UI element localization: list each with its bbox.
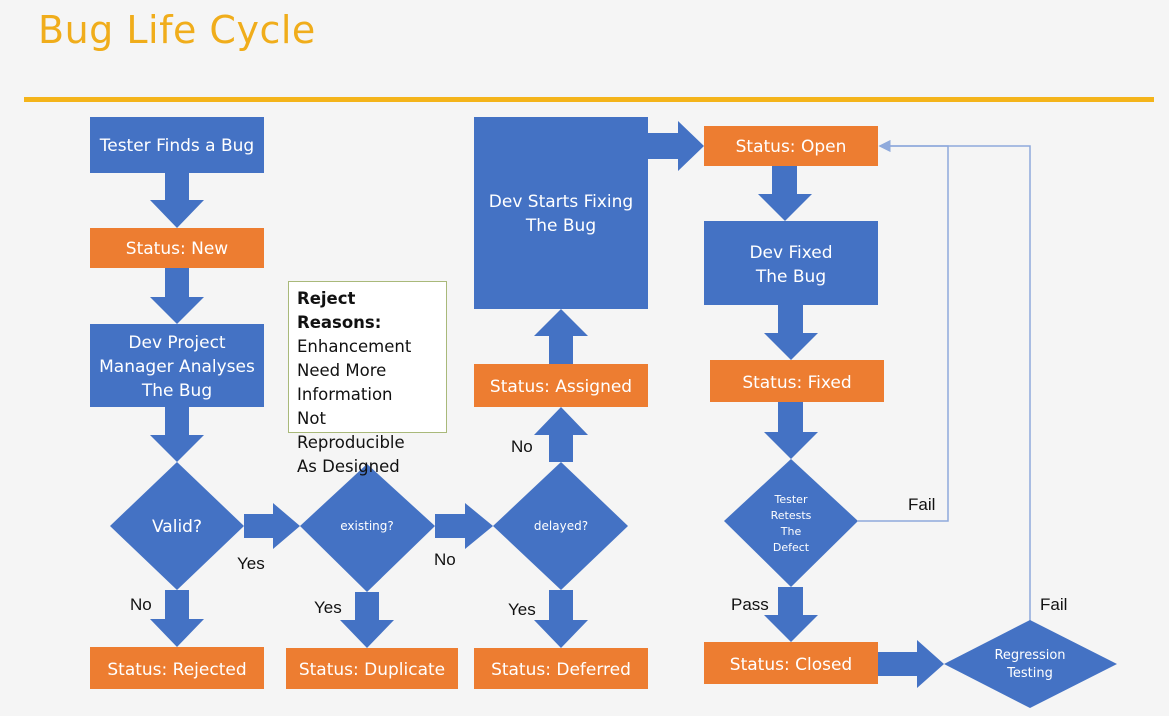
delayed-no-label: No xyxy=(511,437,533,456)
dev-starts-fixing-box xyxy=(474,117,648,309)
status-fixed-label: Status: Fixed xyxy=(742,373,851,393)
regression-line1: Regression xyxy=(994,648,1065,663)
reject-reason-item: Not Reproducible xyxy=(297,409,405,452)
arrow-retest-to-closed xyxy=(764,587,818,642)
arrow-devpm-to-valid xyxy=(150,407,204,462)
status-deferred-box xyxy=(474,648,648,689)
title-underline xyxy=(24,97,1154,102)
regression-fail-line xyxy=(878,140,1031,631)
existing-no-label: No xyxy=(434,550,456,569)
valid-decision xyxy=(110,462,244,590)
regression-decision xyxy=(944,620,1117,708)
arrow-assigned-to-devstarts xyxy=(534,309,588,364)
dev-pm-line2: Manager Analyses xyxy=(99,357,255,377)
status-fixed-box xyxy=(710,360,884,402)
arrow-existing-to-duplicate xyxy=(340,592,394,648)
arrow-closed-to-regression xyxy=(878,640,944,688)
arrow-tester-to-new xyxy=(150,173,204,228)
page-title: Bug Life Cycle xyxy=(38,8,316,52)
status-closed-box xyxy=(704,642,878,684)
status-new-label: Status: New xyxy=(126,239,228,259)
retest-decision xyxy=(724,459,858,587)
status-closed-label: Status: Closed xyxy=(730,655,852,675)
status-rejected-box xyxy=(90,647,264,689)
dev-fixed-line2: The Bug xyxy=(755,267,826,287)
reject-reason-item: Information xyxy=(297,385,393,404)
reject-reasons-header: Reject Reasons: xyxy=(297,289,382,332)
dev-starts-line2: The Bug xyxy=(525,216,596,236)
valid-yes-label: Yes xyxy=(237,554,265,573)
arrow-devstarts-to-open xyxy=(648,121,704,171)
status-duplicate-label: Status: Duplicate xyxy=(299,660,445,680)
delayed-yes-label: Yes xyxy=(508,600,536,619)
dev-fixed-line1: Dev Fixed xyxy=(749,243,832,263)
reject-reason-item: As Designed xyxy=(297,457,400,476)
regression-line2: Testing xyxy=(1006,666,1053,681)
status-rejected-label: Status: Rejected xyxy=(107,660,246,680)
retest-line3: The xyxy=(780,525,802,538)
dev-pm-line3: The Bug xyxy=(141,381,212,401)
valid-label: Valid? xyxy=(152,517,202,537)
retest-line2: Retests xyxy=(771,509,812,522)
arrow-existing-to-delayed xyxy=(435,503,493,549)
delayed-label: delayed? xyxy=(534,519,588,533)
retest-fail-label: Fail xyxy=(908,495,935,514)
tester-finds-bug-label: Tester Finds a Bug xyxy=(99,136,254,156)
valid-no-label: No xyxy=(130,595,152,614)
arrow-fixed-to-retest xyxy=(764,402,818,459)
dev-pm-analyses-box xyxy=(90,324,264,407)
status-assigned-label: Status: Assigned xyxy=(490,377,632,397)
arrow-new-to-devpm xyxy=(150,268,204,324)
retest-line1: Tester xyxy=(774,493,808,506)
dev-pm-line1: Dev Project xyxy=(128,333,226,353)
status-deferred-label: Status: Deferred xyxy=(491,660,631,680)
reject-reason-item: Need More xyxy=(297,361,387,380)
existing-yes-label: Yes xyxy=(314,598,342,617)
arrow-delayed-to-deferred xyxy=(534,590,588,648)
status-open-label: Status: Open xyxy=(736,137,847,157)
status-duplicate-box xyxy=(286,648,458,689)
status-assigned-box xyxy=(474,364,648,407)
arrow-valid-to-existing xyxy=(244,503,300,549)
existing-decision xyxy=(300,464,435,592)
arrow-valid-to-rejected xyxy=(150,590,204,647)
reject-reasons-box: Reject Reasons: Enhancement Need More In… xyxy=(288,281,447,476)
reject-reason-item: Enhancement xyxy=(297,337,412,356)
arrow-open-to-devfixed xyxy=(758,166,812,221)
arrow-delayed-to-assigned xyxy=(534,407,588,462)
dev-fixed-box xyxy=(704,221,878,305)
delayed-decision xyxy=(493,462,628,590)
regression-fail-label: Fail xyxy=(1040,595,1067,614)
retest-line4: Defect xyxy=(773,541,810,554)
arrow-devfixed-to-fixed xyxy=(764,305,818,360)
tester-finds-bug-box xyxy=(90,117,264,173)
retest-fail-line xyxy=(858,140,949,522)
dev-starts-line1: Dev Starts Fixing xyxy=(489,192,633,212)
retest-pass-label: Pass xyxy=(731,595,769,614)
status-new-box xyxy=(90,228,264,268)
existing-label: existing? xyxy=(340,519,394,533)
status-open-box xyxy=(704,126,878,166)
